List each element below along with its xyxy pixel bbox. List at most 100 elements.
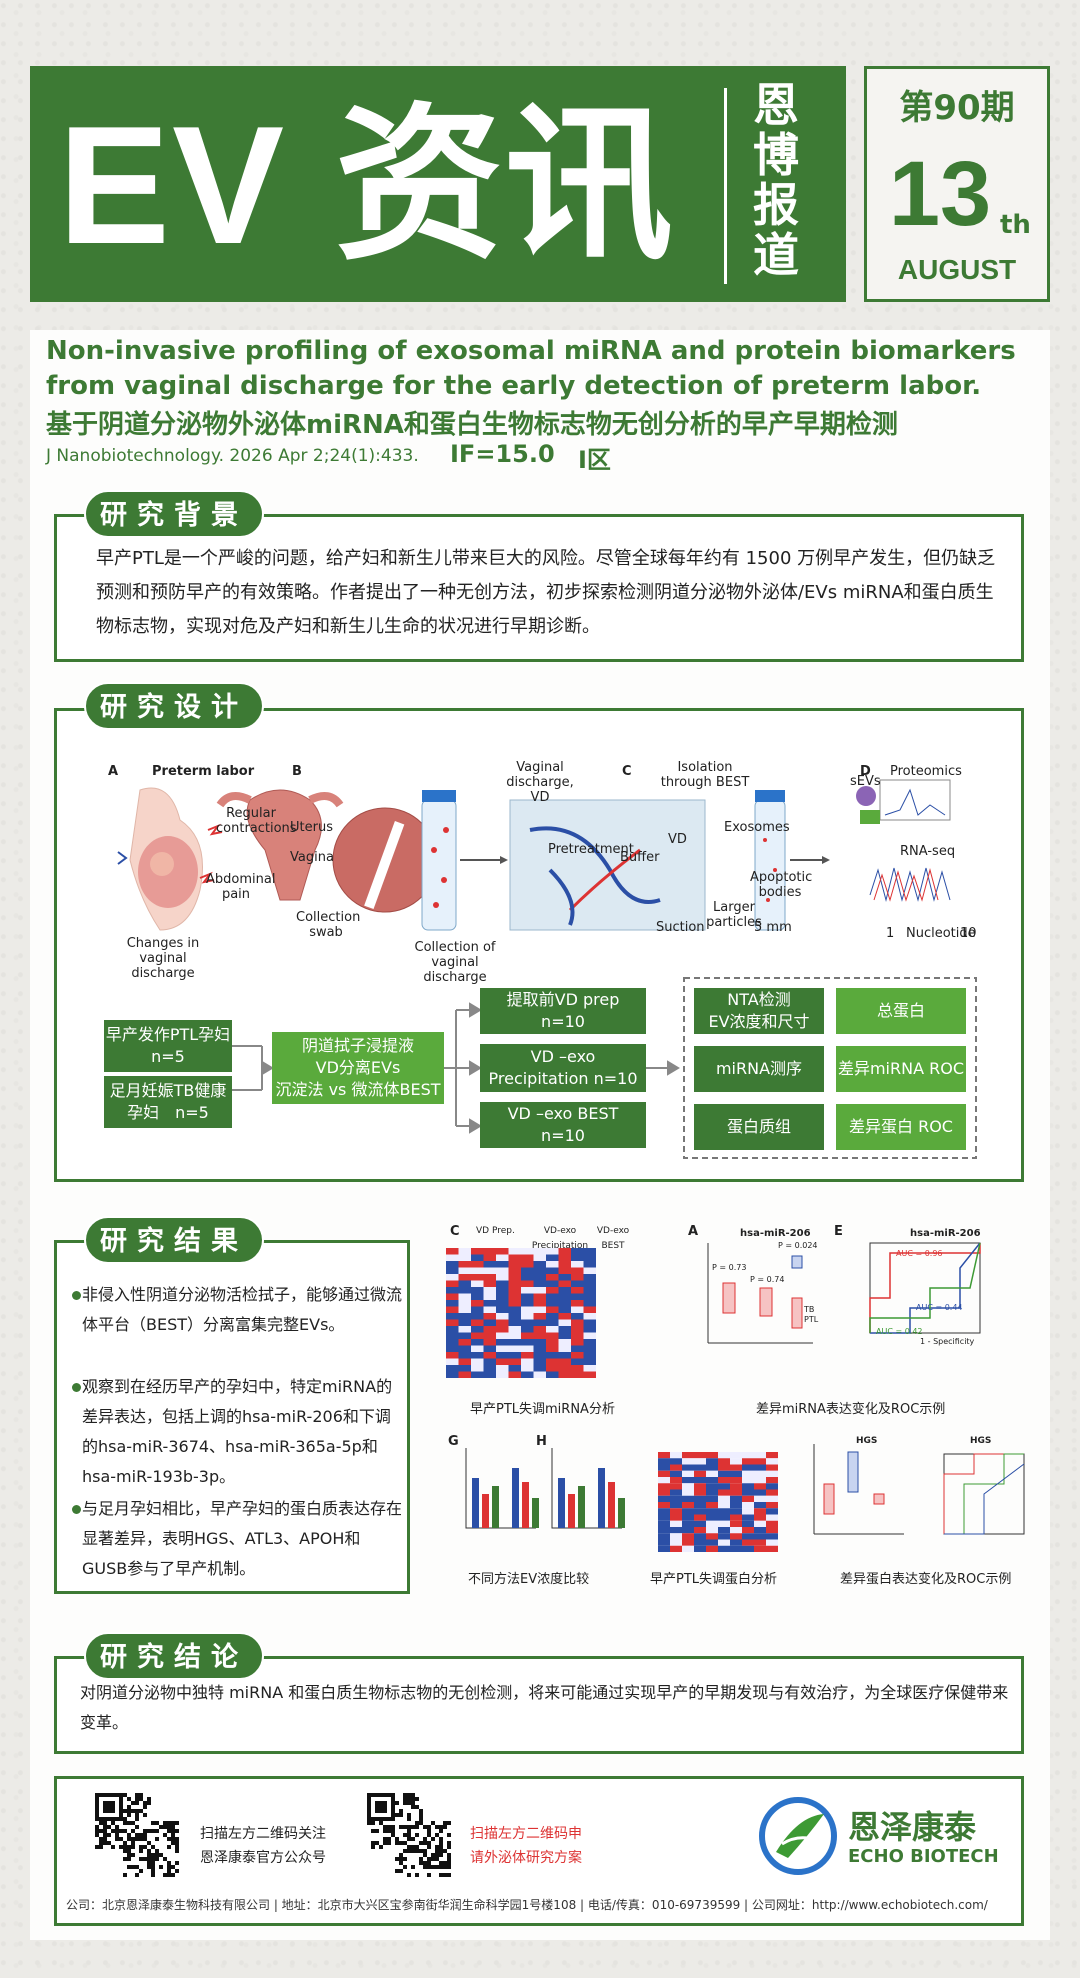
qr-module [151, 1845, 155, 1849]
heatmap-cell [742, 1514, 754, 1521]
caption-protein-roc: 差异蛋白表达变化及ROC示例 [840, 1572, 1012, 1587]
heatmap-cell [533, 1345, 546, 1352]
fig-changes: Changes in vaginal discharge [126, 936, 200, 981]
fig-uterus: Uterus [290, 820, 333, 835]
heatmap-cell [583, 1287, 596, 1294]
heatmap-cell [483, 1313, 496, 1320]
issue-month: AUGUST [897, 254, 1017, 285]
heatmap-cell [571, 1280, 584, 1287]
qr-module [135, 1837, 139, 1841]
heatmap-cell [718, 1527, 730, 1534]
qr-module [395, 1801, 399, 1805]
qr-module [107, 1805, 111, 1809]
qr-module [135, 1813, 139, 1817]
heatmap-cell [496, 1358, 509, 1365]
qr-module [103, 1837, 107, 1841]
qr-module [379, 1793, 383, 1797]
background-section [54, 514, 1024, 662]
qr-module [395, 1869, 399, 1873]
caption-protein-heatmap: 早产PTL失调蛋白分析 [650, 1572, 778, 1587]
heatmap-cell [496, 1287, 509, 1294]
qr-module [407, 1797, 411, 1801]
qr-module [115, 1825, 119, 1829]
flow-group-precipitation: VD –exo Precipitation n=10 [480, 1044, 646, 1092]
qr-code-wechat[interactable] [94, 1792, 180, 1878]
qr-module [127, 1805, 131, 1809]
qr-module [411, 1849, 415, 1853]
qr-module [383, 1825, 387, 1829]
flow-mirna-seq: miRNA测序 [694, 1046, 824, 1092]
heat-panel-c: C [450, 1224, 460, 1239]
heatmap-cell [533, 1365, 546, 1372]
date-box [864, 66, 1050, 302]
qr-module [407, 1873, 411, 1877]
qr-module [151, 1865, 155, 1869]
qr-module [119, 1813, 123, 1817]
heatmap-cell [521, 1365, 534, 1372]
qr-module [379, 1801, 383, 1805]
heatmap-cell [571, 1358, 584, 1365]
qr-module [407, 1837, 411, 1841]
qr-module [151, 1873, 155, 1877]
heatmap-cell [754, 1495, 766, 1502]
qr-module [111, 1805, 115, 1809]
heatmap-cell [496, 1332, 509, 1339]
qr-module [155, 1821, 159, 1825]
qr-module [111, 1793, 115, 1797]
qr-module [111, 1801, 115, 1805]
heatmap-cell [694, 1502, 706, 1509]
heatmap-cell [521, 1267, 534, 1274]
heatmap-cell [670, 1489, 682, 1496]
heatmap-cell [742, 1452, 754, 1459]
qr-module [95, 1845, 99, 1849]
box-panel-a: A [688, 1224, 699, 1239]
qr-module [411, 1797, 415, 1801]
qr-module [391, 1817, 395, 1821]
heatmap-cell [571, 1261, 584, 1268]
qr-module [411, 1845, 415, 1849]
qr-module [143, 1833, 147, 1837]
qr-module [155, 1849, 159, 1853]
day-suffix: th [1000, 210, 1031, 240]
mirna-roc-chart [869, 1242, 981, 1334]
qr-module [127, 1849, 131, 1853]
qr-module [111, 1821, 115, 1825]
heatmap-cell [483, 1306, 496, 1313]
heatmap-cell [521, 1261, 534, 1268]
heatmap-cell [521, 1352, 534, 1359]
heatmap-cell [658, 1458, 670, 1465]
heatmap-cell [458, 1300, 471, 1307]
heatmap-cell [670, 1502, 682, 1509]
qr-module [119, 1801, 123, 1805]
qr-module [371, 1817, 375, 1821]
qr-module [371, 1845, 375, 1849]
flow-ptl-group: 早产发作PTL孕妇 n=5 [104, 1020, 232, 1072]
qr-module [419, 1821, 423, 1825]
qr-module [119, 1829, 123, 1833]
heatmap-cell [694, 1495, 706, 1502]
heatmap-cell [471, 1274, 484, 1281]
qr-module [427, 1833, 431, 1837]
heatmap-cell [571, 1352, 584, 1359]
qr-module [419, 1849, 423, 1853]
heatmap-cell [521, 1326, 534, 1333]
flow-group-best: VD –exo BEST n=10 [480, 1102, 646, 1148]
qr-module [423, 1861, 427, 1865]
qr-module [383, 1817, 387, 1821]
qr-module [407, 1801, 411, 1805]
qr-module [147, 1829, 151, 1833]
qr-module [119, 1805, 123, 1809]
qr-module [111, 1809, 115, 1813]
qr-module [139, 1869, 143, 1873]
qr-module [367, 1805, 371, 1809]
qr-module [415, 1833, 419, 1837]
qr-code-apply[interactable] [366, 1792, 452, 1878]
bar [532, 1498, 539, 1528]
qr-module [139, 1849, 143, 1853]
bar [492, 1486, 499, 1528]
qr-module [427, 1825, 431, 1829]
qr-module [123, 1809, 127, 1813]
qr-module [139, 1857, 143, 1861]
qr-module [411, 1793, 415, 1797]
qr-module [423, 1825, 427, 1829]
